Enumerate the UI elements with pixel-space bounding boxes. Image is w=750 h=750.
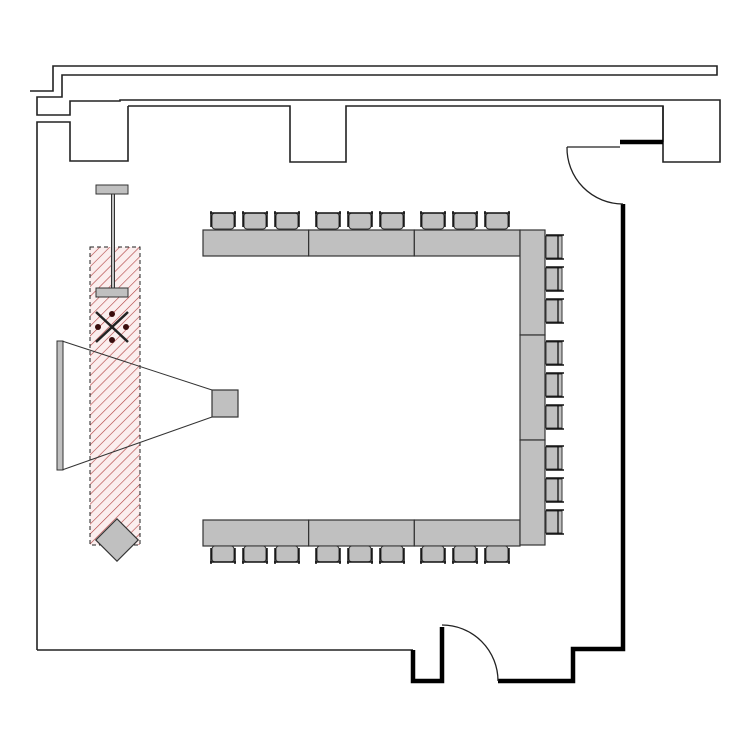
chair[interactable] — [274, 545, 300, 564]
chair[interactable] — [545, 340, 564, 366]
top-table[interactable] — [413, 229, 521, 257]
chair[interactable] — [210, 211, 236, 230]
bottom-table[interactable] — [413, 519, 521, 547]
bottom-table[interactable] — [308, 519, 415, 547]
chair[interactable] — [452, 211, 478, 230]
chair[interactable] — [545, 404, 564, 430]
chair[interactable] — [274, 211, 300, 230]
door-south[interactable] — [441, 624, 499, 682]
projector — [211, 389, 239, 418]
south-wall-thick — [410, 627, 445, 684]
ceiling-speaker-icon — [95, 311, 129, 343]
right-table[interactable] — [519, 334, 546, 441]
chair[interactable] — [420, 545, 446, 564]
chair[interactable] — [545, 266, 564, 292]
top-table[interactable] — [202, 229, 310, 257]
chair[interactable] — [347, 211, 373, 230]
u-shape-tables — [202, 229, 546, 547]
chair[interactable] — [545, 477, 564, 503]
inner-wall-line — [128, 105, 664, 163]
chair[interactable] — [210, 545, 236, 564]
equipment-cabinet — [94, 517, 140, 563]
bottom-table[interactable] — [202, 519, 310, 547]
chair[interactable] — [315, 545, 341, 564]
chair[interactable] — [379, 545, 405, 564]
chair[interactable] — [545, 509, 564, 535]
thick-walls — [410, 139, 663, 684]
west-wall — [36, 106, 129, 650]
chair[interactable] — [242, 211, 268, 230]
chair[interactable] — [379, 211, 405, 230]
chair[interactable] — [545, 372, 564, 398]
top-table[interactable] — [308, 229, 415, 257]
right-table[interactable] — [519, 439, 546, 546]
east-wall — [498, 204, 626, 684]
chair[interactable] — [545, 445, 564, 471]
chair[interactable] — [420, 211, 446, 230]
door-north-east[interactable] — [566, 146, 624, 205]
chair[interactable] — [484, 545, 510, 564]
exterior-walls — [30, 65, 721, 651]
projection-screen — [56, 340, 213, 471]
chair[interactable] — [545, 234, 564, 260]
chair[interactable] — [452, 545, 478, 564]
chair[interactable] — [347, 545, 373, 564]
screen-mount — [95, 184, 129, 298]
chair[interactable] — [242, 545, 268, 564]
chair[interactable] — [484, 211, 510, 230]
chair[interactable] — [315, 211, 341, 230]
chairs — [210, 211, 564, 564]
right-table[interactable] — [519, 229, 546, 336]
chair[interactable] — [545, 298, 564, 324]
outer-wall-line — [30, 65, 721, 163]
